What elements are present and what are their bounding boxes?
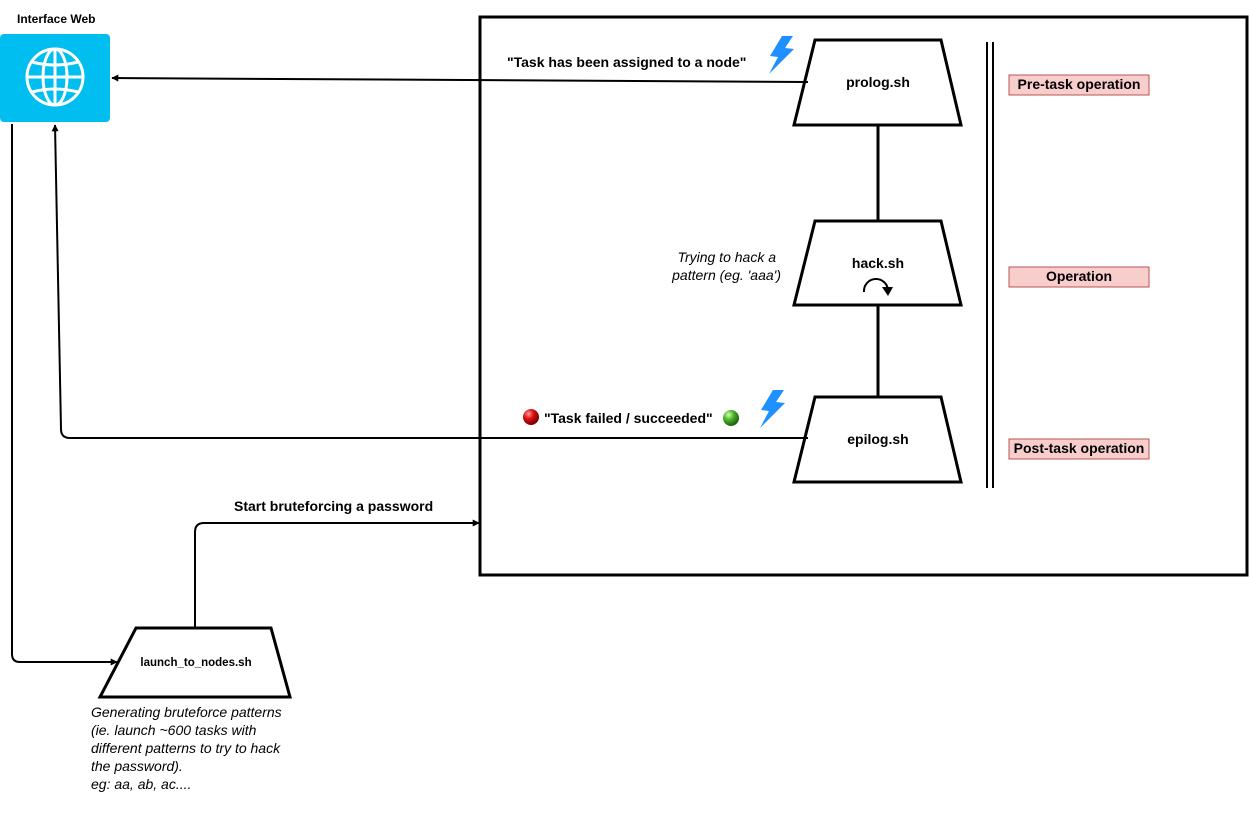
arrow-epilog-to-web xyxy=(51,124,808,439)
launcher-node[interactable]: launch_to_nodes.sh xyxy=(97,626,292,699)
arrow-prolog-to-web xyxy=(111,74,809,83)
assigned-message: "Task has been assigned to a node" xyxy=(507,54,746,70)
stage-pre: Pre-task operation xyxy=(1008,74,1150,96)
hack-note-line: Trying to hack a xyxy=(677,249,776,265)
stage-operation-label: Operation xyxy=(1046,268,1112,284)
hack-label: hack.sh xyxy=(852,255,904,271)
epilog-label: epilog.sh xyxy=(847,431,908,447)
prolog-node[interactable]: prolog.sh xyxy=(792,38,963,127)
lightning-icon xyxy=(769,36,794,74)
stage-post-label: Post-task operation xyxy=(1014,440,1145,456)
stage-operation: Operation xyxy=(1008,266,1150,288)
result-message: "Task failed / succeeded" xyxy=(544,410,713,426)
globe-icon xyxy=(25,47,85,107)
launcher-note-line: the password). xyxy=(91,758,183,774)
launcher-note-line: (ie. launch ~600 tasks with xyxy=(91,722,257,738)
prolog-label: prolog.sh xyxy=(846,74,910,90)
hack-node[interactable]: hack.sh xyxy=(792,219,963,307)
stage-post: Post-task operation xyxy=(1008,438,1150,460)
stage-pre-label: Pre-task operation xyxy=(1018,76,1141,92)
lightning-icon xyxy=(760,390,785,428)
hack-note-line: pattern (eg. 'aaa') xyxy=(671,267,781,283)
launcher-note-line: eg: aa, ab, ac.... xyxy=(91,776,191,792)
loop-icon xyxy=(862,278,893,296)
epilog-node[interactable]: epilog.sh xyxy=(792,395,963,484)
cluster-container xyxy=(478,15,1249,577)
launcher-note-line: different patterns to try to hack xyxy=(91,740,281,756)
arrow-launcher-to-cluster xyxy=(194,519,480,628)
launcher-note-line: Generating bruteforce patterns xyxy=(91,704,282,720)
web-interface-node[interactable] xyxy=(0,34,110,122)
start-message: Start bruteforcing a password xyxy=(234,498,433,514)
web-interface-label: Interface Web xyxy=(17,12,95,26)
success-status-icon xyxy=(723,410,739,426)
fail-status-icon xyxy=(523,409,539,425)
launcher-label: launch_to_nodes.sh xyxy=(140,657,251,669)
arrow-web-to-launcher xyxy=(11,124,118,666)
